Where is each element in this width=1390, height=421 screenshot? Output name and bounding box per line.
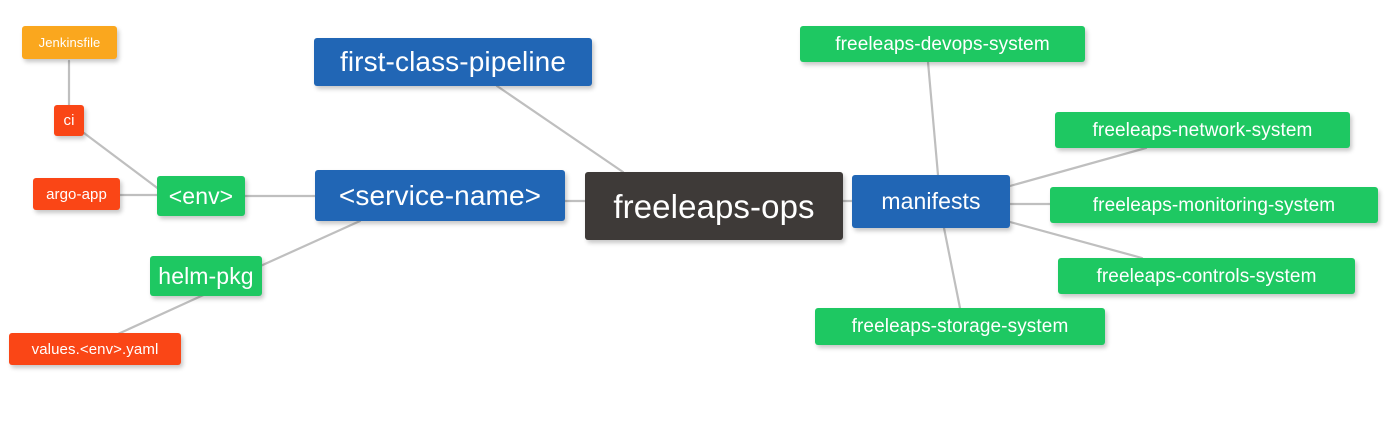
node-ci[interactable]: ci [54, 105, 84, 136]
node-label: freeleaps-monitoring-system [1092, 194, 1336, 216]
edge-pipeline-root [495, 84, 625, 174]
node-freeleaps-monitoring-system[interactable]: freeleaps-monitoring-system [1050, 187, 1378, 223]
node-label: freeleaps-devops-system [835, 33, 1050, 55]
node-label: manifests [881, 188, 981, 214]
node-label: Jenkinsfile [38, 35, 101, 50]
edge-manifests-controls [1008, 220, 1144, 260]
node-label: freeleaps-controls-system [1096, 265, 1317, 287]
node-service-name[interactable]: <service-name> [315, 170, 565, 221]
node-env[interactable]: <env> [157, 176, 245, 216]
node-label: argo-app [46, 185, 107, 203]
node-freeleaps-storage-system[interactable]: freeleaps-storage-system [815, 308, 1105, 345]
edge-manifests-network [1008, 146, 1148, 188]
node-argo-app[interactable]: argo-app [33, 178, 120, 210]
edge-values-helmpkg [116, 290, 212, 336]
node-label: values.<env>.yaml [31, 340, 159, 358]
node-values-env-yaml[interactable]: values.<env>.yaml [9, 333, 181, 365]
edge-helmpkg-servicename [254, 219, 362, 270]
node-freeleaps-devops-system[interactable]: freeleaps-devops-system [800, 26, 1085, 62]
node-label: helm-pkg [158, 262, 254, 289]
node-label: freeleaps-ops [613, 187, 815, 225]
node-helm-pkg[interactable]: helm-pkg [150, 256, 262, 296]
edge-manifests-storage [942, 226, 962, 310]
node-label: <env> [168, 182, 234, 209]
node-label: freeleaps-network-system [1092, 119, 1313, 141]
node-label: first-class-pipeline [339, 46, 567, 77]
node-freeleaps-controls-system[interactable]: freeleaps-controls-system [1058, 258, 1355, 294]
node-freeleaps-ops[interactable]: freeleaps-ops [585, 172, 843, 240]
node-label: <service-name> [338, 179, 542, 211]
node-manifests[interactable]: manifests [852, 175, 1010, 228]
node-label: freeleaps-storage-system [851, 316, 1069, 337]
node-jenkinsfile[interactable]: Jenkinsfile [22, 26, 117, 59]
edge-manifests-devops [926, 60, 940, 177]
node-first-class-pipeline[interactable]: first-class-pipeline [314, 38, 592, 86]
node-freeleaps-network-system[interactable]: freeleaps-network-system [1055, 112, 1350, 148]
node-label: ci [63, 112, 75, 129]
